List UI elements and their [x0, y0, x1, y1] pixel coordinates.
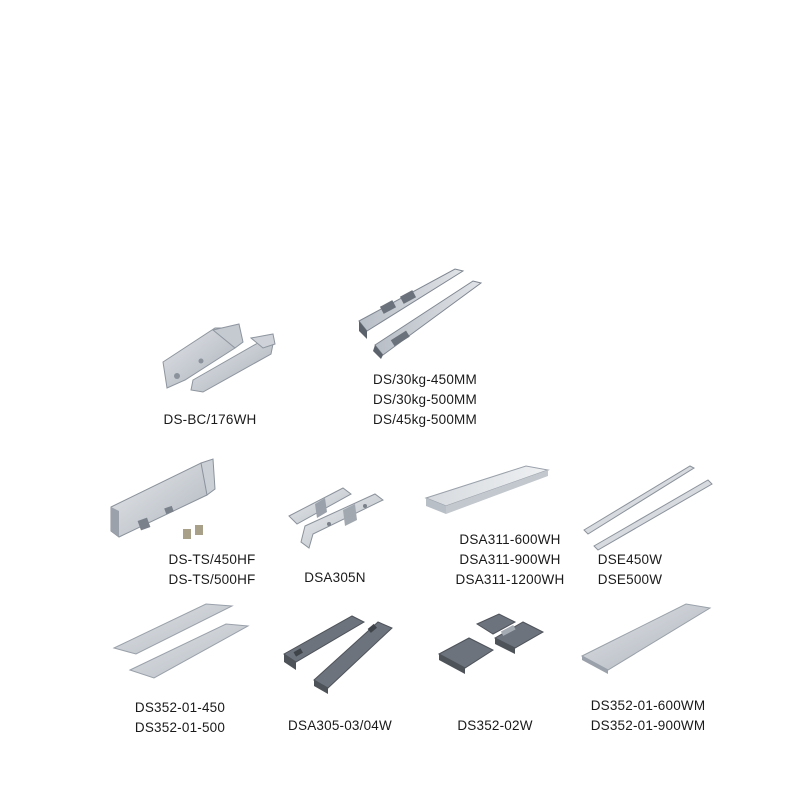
- caption-line: DSA305N: [304, 570, 366, 585]
- caption-line: DS/30kg-450MM: [373, 372, 477, 387]
- ds352-01-caption: DS352-01-450 DS352-01-500: [115, 698, 245, 738]
- ds352-02w-caption: DS352-02W: [430, 716, 560, 736]
- dse-caption: DSE450W DSE500W: [580, 550, 680, 590]
- dsa311-caption: DSA311-600WH DSA311-900WH DSA311-1200WH: [420, 530, 600, 590]
- product-ds-bc: DS-BC/176WH: [150, 318, 276, 438]
- ds352-02w-image: [437, 613, 545, 674]
- caption-line: DSA311-600WH: [459, 532, 561, 547]
- ds-ts-caption: DS-TS/450HF DS-TS/500HF: [157, 550, 267, 590]
- caption-line: DSA311-900WH: [459, 552, 561, 567]
- ds352-01-wm-image: [580, 603, 712, 674]
- caption-line: DS352-01-900WM: [590, 718, 706, 733]
- dsa305-03-image: [283, 615, 393, 694]
- caption-line: DS352-01-500: [134, 720, 226, 735]
- product-dsa311: DSA311-600WH DSA311-900WH DSA311-1200WH: [420, 460, 580, 590]
- caption-line: DS/30kg-500MM: [373, 392, 477, 407]
- product-ds-30kg: DS/30kg-450MM DS/30kg-500MM DS/45kg-500M…: [355, 265, 495, 430]
- ds-ts-image: [110, 458, 216, 539]
- ds-bc-image: [162, 323, 276, 393]
- caption-line: DS-TS/500HF: [168, 572, 256, 587]
- caption-line: DSE500W: [597, 572, 663, 587]
- product-ds352-01-wm: DS352-01-600WM DS352-01-900WM: [578, 598, 718, 738]
- ds-bc-caption: DS-BC/176WH: [150, 410, 270, 430]
- dsa305n-image: [288, 487, 384, 549]
- caption-line: DS/45kg-500MM: [373, 412, 477, 427]
- caption-line: DSE450W: [597, 552, 663, 567]
- product-ds-ts: DS-TS/450HF DS-TS/500HF: [105, 455, 265, 590]
- caption-line: DSA305-03/04W: [288, 718, 392, 733]
- ds352-01-wm-caption: DS352-01-600WM DS352-01-900WM: [578, 696, 718, 736]
- ds-30kg-caption: DS/30kg-450MM DS/30kg-500MM DS/45kg-500M…: [350, 370, 500, 430]
- caption-line: DS352-01-600WM: [590, 698, 706, 713]
- dsa305n-caption: DSA305N: [285, 568, 385, 588]
- product-dse: DSE450W DSE500W: [580, 462, 720, 592]
- product-ds352-02w: DS352-02W: [430, 612, 570, 742]
- product-ds352-01: DS352-01-450 DS352-01-500: [110, 600, 250, 740]
- ds352-01-image: [112, 603, 250, 679]
- caption-line: DS-BC/176WH: [163, 412, 257, 427]
- caption-line: DS-TS/450HF: [168, 552, 256, 567]
- dsa305-03-caption: DSA305-03/04W: [275, 716, 405, 736]
- dse-image: [583, 465, 713, 551]
- caption-line: DS352-02W: [457, 718, 533, 733]
- product-dsa305-03: DSA305-03/04W: [275, 612, 405, 742]
- ds-30kg-image: [358, 268, 483, 359]
- caption-line: DS352-01-450: [134, 700, 226, 715]
- dsa311-image: [424, 465, 550, 514]
- caption-line: DSA311-1200WH: [455, 572, 565, 587]
- product-dsa305n: DSA305N: [285, 478, 395, 593]
